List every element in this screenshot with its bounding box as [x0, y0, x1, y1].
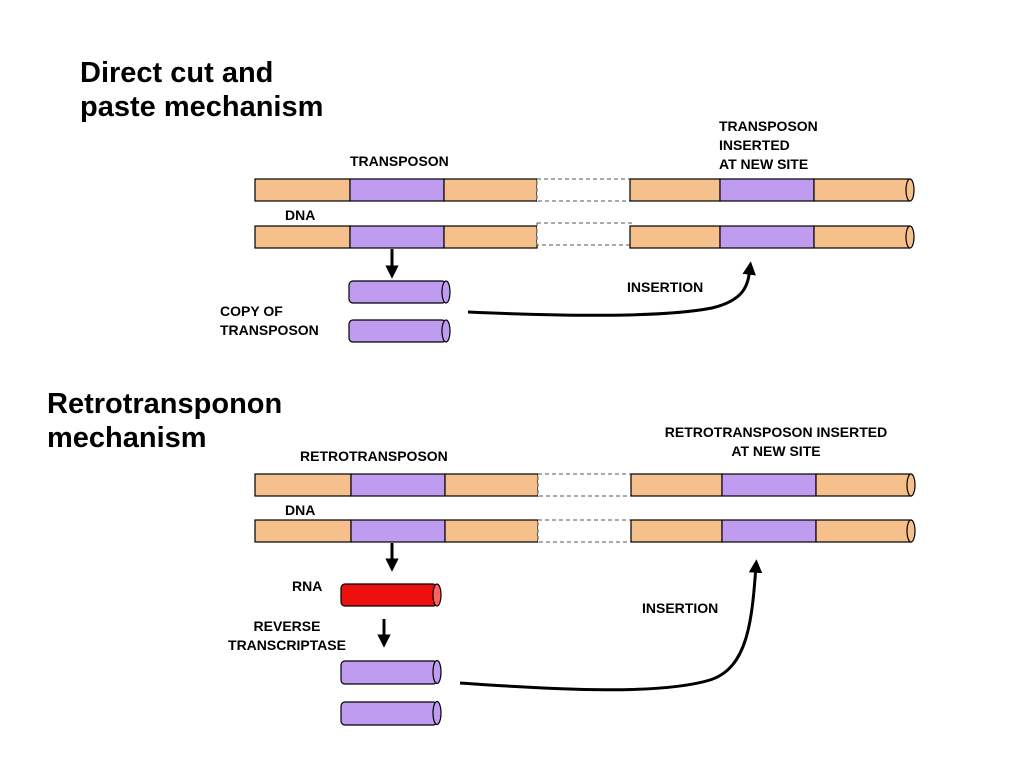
title-line: Retrotransponon	[47, 388, 283, 420]
cylinder-body	[348, 280, 447, 304]
section-retrotransposon	[254, 473, 916, 726]
label-line: AT NEW SITE	[719, 156, 809, 172]
dna-segment	[813, 225, 911, 249]
inserted-transposon-segment	[719, 178, 815, 202]
label-line: COPY OF	[220, 303, 283, 319]
reverse-transcriptase-label: REVERSE TRANSCRIPTASE	[212, 617, 362, 655]
cylinder-body	[340, 660, 438, 685]
dna-segment	[444, 473, 539, 497]
insertion-label: INSERTION	[627, 279, 704, 295]
retrotransposon-inserted-label: RETROTRANSPOSON INSERTED AT NEW SITE	[626, 423, 926, 461]
dna-segment	[815, 473, 912, 497]
label-line: INSERTED	[719, 137, 790, 153]
transposon-label: TRANSPOSON	[350, 153, 449, 169]
empty-insertion-site	[537, 519, 632, 543]
retrotransposon-label: RETROTRANSPOSON	[300, 448, 448, 464]
section-cut-paste	[254, 178, 915, 343]
cylinder-cap	[432, 700, 442, 726]
cylinder-body	[348, 319, 447, 343]
dna-copy-cylinder	[340, 659, 442, 685]
transposon-copy-cylinder	[348, 319, 451, 343]
transposon-inserted-label: TRANSPOSON INSERTED AT NEW SITE	[719, 117, 818, 174]
dna-segment	[443, 225, 538, 249]
insertion-arrow	[459, 559, 763, 692]
dna-segment	[443, 178, 538, 202]
title-line: mechanism	[47, 422, 207, 454]
label-line: AT NEW SITE	[731, 443, 821, 459]
cylinder-body	[340, 583, 438, 607]
dna-segment	[630, 519, 723, 543]
label-line: TRANSCRIPTASE	[228, 637, 346, 653]
dna-segment	[254, 225, 351, 249]
transposon-segment	[349, 178, 445, 202]
dna-segment	[629, 178, 721, 202]
rna-label: RNA	[292, 578, 323, 594]
dna-strand-bottom	[254, 222, 915, 249]
dna-segment	[815, 519, 912, 543]
dna-segment	[254, 178, 351, 202]
rna-cylinder	[340, 583, 442, 607]
cylinder-body	[340, 701, 438, 726]
inserted-retrotransposon-segment	[721, 473, 817, 497]
retrotransposon-segment	[350, 519, 446, 543]
retrotransposon-segment	[350, 473, 446, 497]
inserted-transposon-segment	[719, 225, 815, 249]
label-line: TRANSPOSON	[719, 118, 818, 134]
dna-strand-bottom	[254, 519, 916, 543]
label-line: TRANSPOSON	[220, 322, 319, 338]
empty-insertion-site	[536, 222, 633, 246]
dna-segment	[629, 225, 721, 249]
dna-label: DNA	[285, 207, 316, 223]
dna-strand-top	[254, 473, 916, 497]
dna-strand-top	[254, 178, 915, 202]
dna-label: DNA	[285, 502, 316, 518]
inserted-retrotransposon-segment	[721, 519, 817, 543]
title-line: paste mechanism	[80, 91, 324, 123]
cylinder-cap	[441, 319, 451, 343]
dna-segment	[444, 519, 539, 543]
transposon-copy-cylinder	[348, 280, 451, 304]
dna-segment	[813, 178, 911, 202]
cylinder-cap	[432, 659, 442, 685]
dna-segment	[630, 473, 723, 497]
strand-end-cap	[905, 225, 915, 249]
copy-of-transposon-label: COPY OF TRANSPOSON	[220, 302, 319, 340]
title-line: Direct cut and	[80, 57, 274, 89]
cylinder-cap	[432, 583, 442, 607]
strand-end-cap	[905, 178, 915, 202]
insertion-arrow	[467, 261, 756, 317]
insertion-label: INSERTION	[642, 600, 719, 616]
strand-end-cap	[906, 473, 916, 497]
label-line: REVERSE	[253, 618, 321, 634]
empty-insertion-site	[537, 473, 632, 497]
section-title-cut-paste: Direct cut and paste mechanism	[80, 56, 323, 124]
cylinder-cap	[441, 280, 451, 304]
dna-copy-cylinder	[340, 700, 442, 726]
section-title-retrotransposon: Retrotransponon mechanism	[47, 387, 282, 455]
empty-insertion-site	[536, 178, 631, 202]
label-line: RETROTRANSPOSON INSERTED	[664, 424, 888, 440]
dna-segment	[254, 519, 352, 543]
dna-segment	[254, 473, 352, 497]
transposon-segment	[349, 225, 445, 249]
strand-end-cap	[906, 519, 916, 543]
